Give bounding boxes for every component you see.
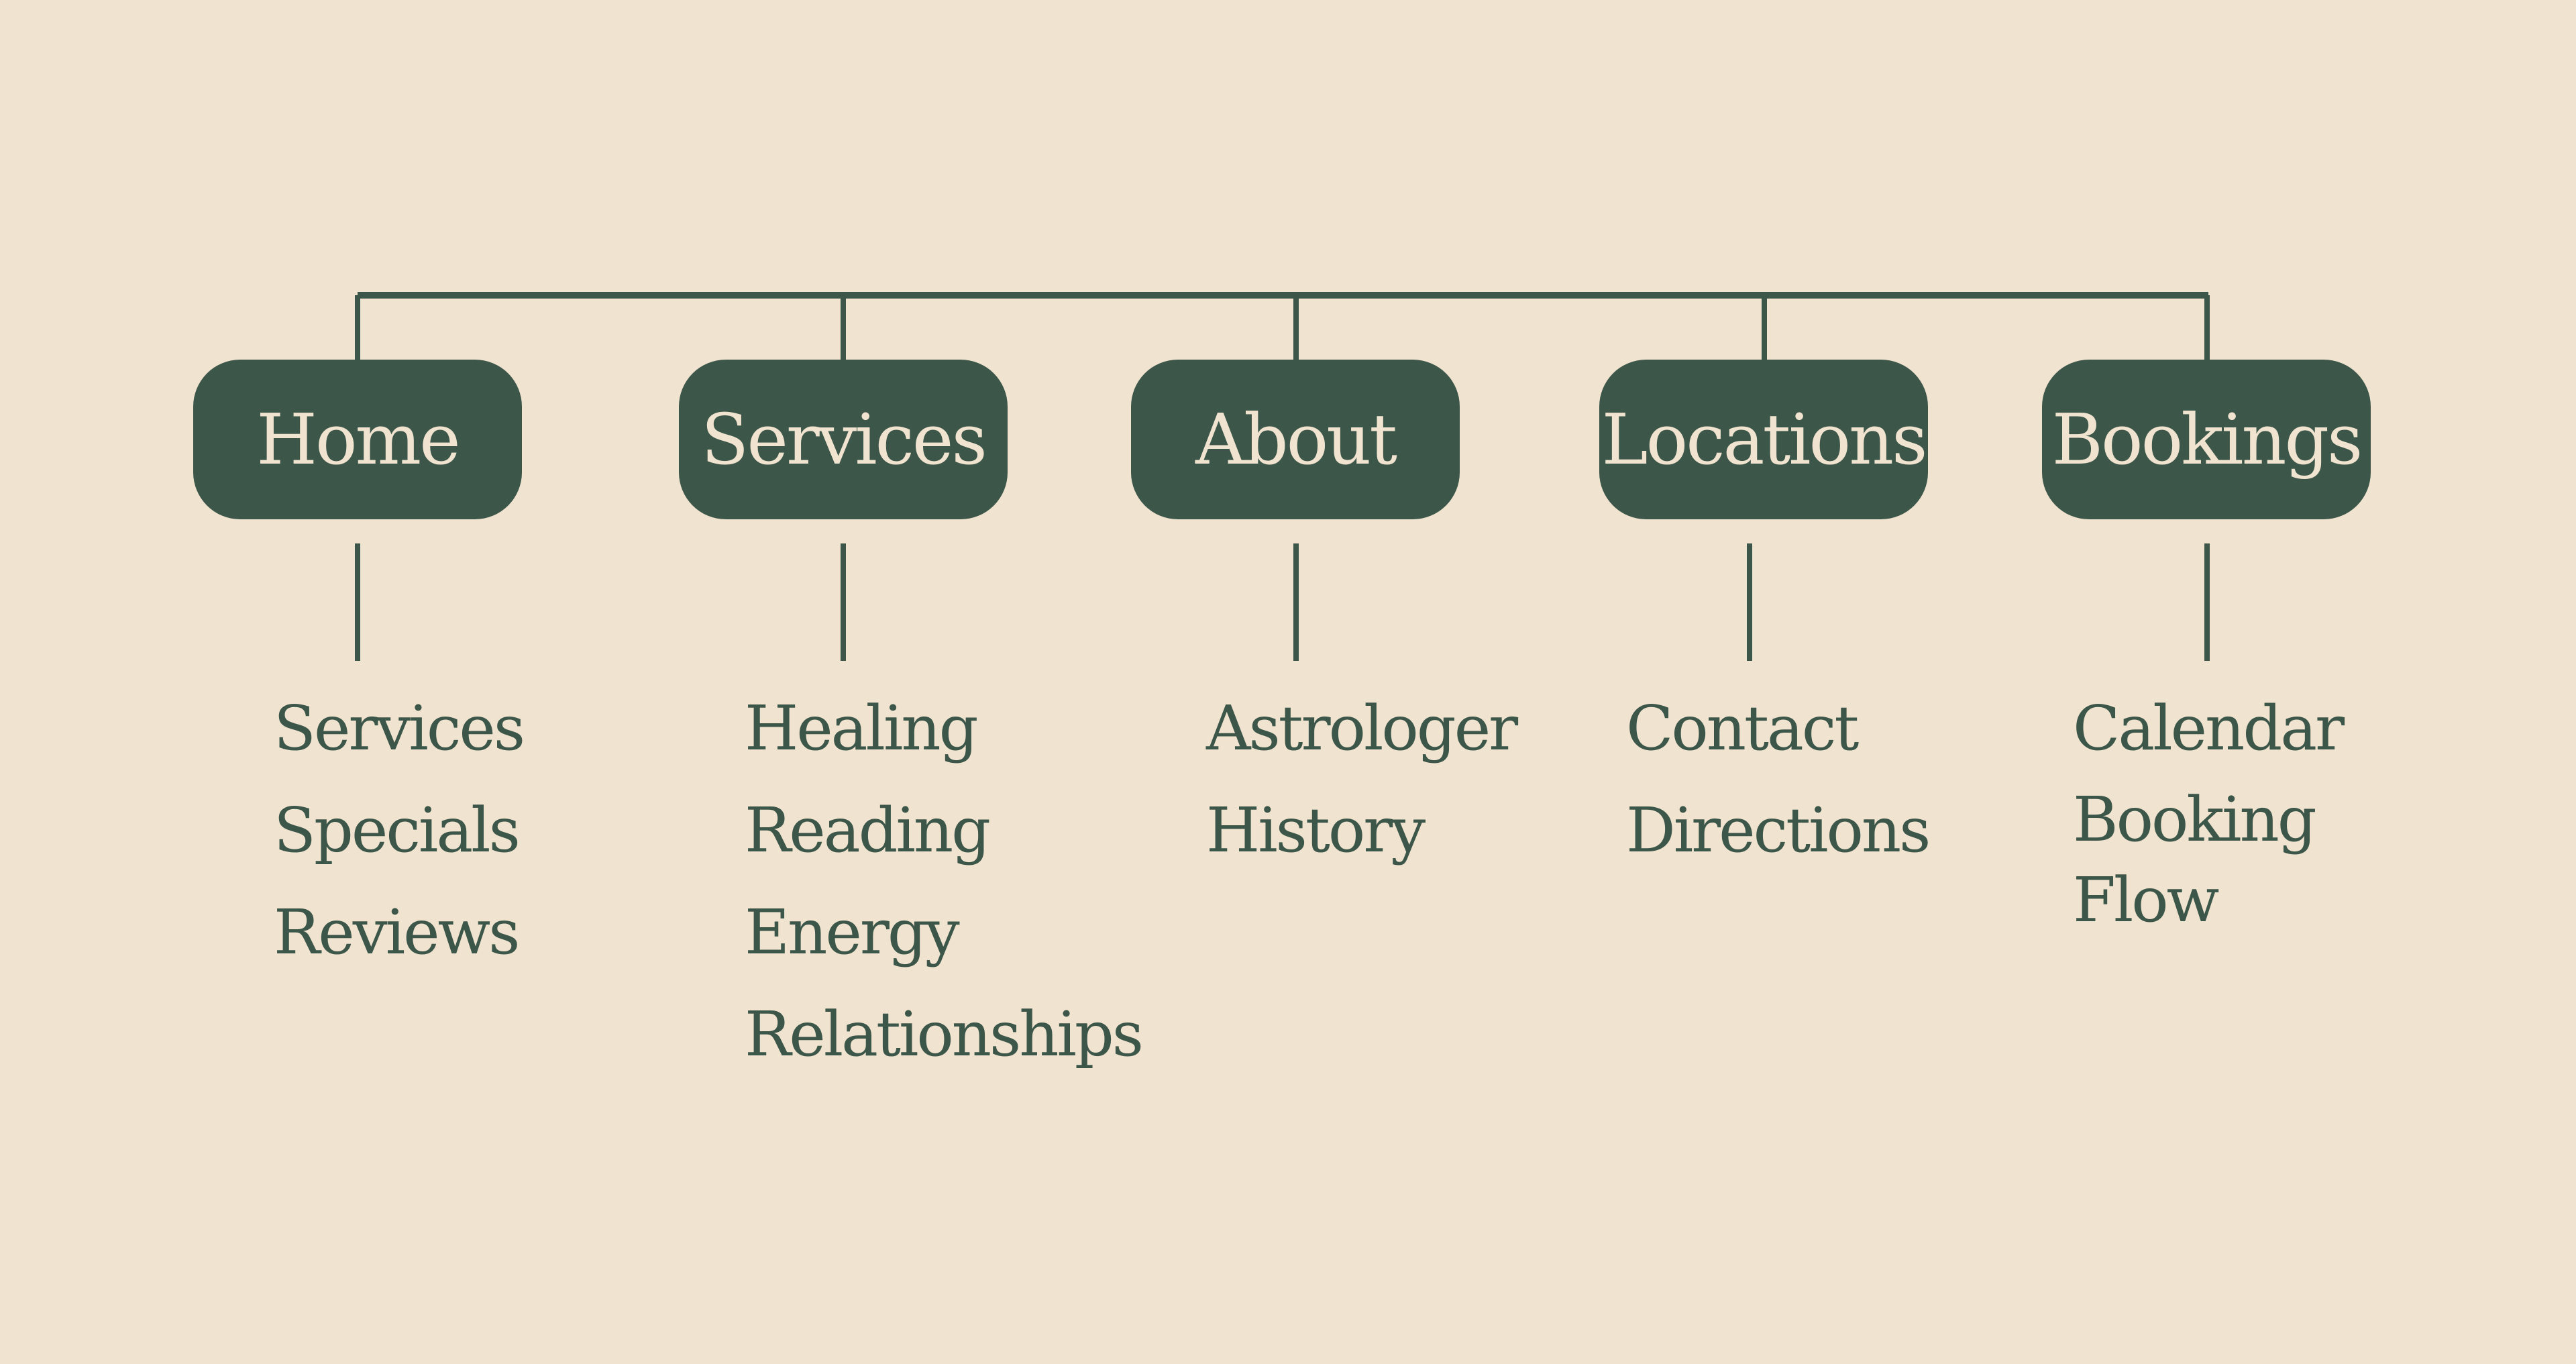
node-label-locations: Locations	[1601, 399, 1928, 480]
child-item: Services	[274, 692, 525, 764]
child-item: Specials	[274, 794, 521, 866]
child-item: Healing	[745, 692, 979, 764]
child-item: Directions	[1626, 794, 1931, 866]
child-item: Astrologer	[1206, 692, 1518, 764]
child-list-services: Healing Reading Energy Relationships	[745, 678, 1144, 1086]
child-item: Reviews	[274, 896, 521, 968]
node-label-bookings: Bookings	[2051, 399, 2363, 480]
child-item: Reading	[745, 794, 991, 866]
child-item: Calendar	[2073, 692, 2345, 764]
node-about: About	[1131, 360, 1460, 519]
child-list-home: Services Specials Reviews	[274, 678, 525, 984]
child-item: Relationships	[745, 998, 1144, 1070]
child-item: Booking	[2073, 784, 2317, 855]
child-list-bookings: Calendar Booking Flow	[2073, 678, 2345, 941]
node-services: Services	[679, 360, 1008, 519]
child-item: History	[1206, 794, 1426, 866]
node-bookings: Bookings	[2042, 360, 2371, 519]
child-item: Flow	[2073, 864, 2219, 936]
child-item: Contact	[1626, 692, 1859, 764]
node-label-services: Services	[701, 399, 987, 480]
child-list-locations: Contact Directions	[1626, 678, 1931, 882]
node-home: Home	[193, 360, 522, 519]
node-label-about: About	[1195, 399, 1397, 480]
node-locations: Locations	[1599, 360, 1928, 519]
child-item: Energy	[745, 896, 960, 968]
node-label-home: Home	[256, 399, 460, 480]
child-list-about: Astrologer History	[1206, 678, 1518, 882]
